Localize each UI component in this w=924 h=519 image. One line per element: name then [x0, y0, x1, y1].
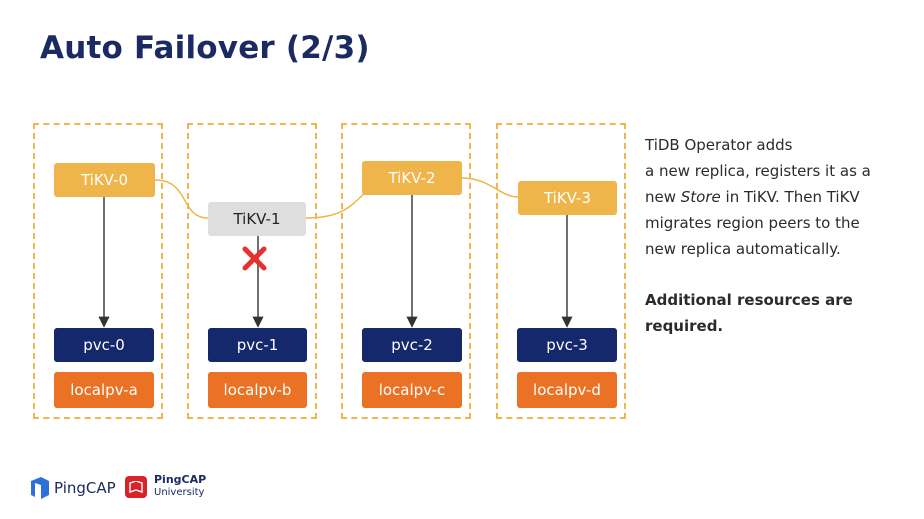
tikv-node-3: TiKV-3	[518, 181, 617, 215]
column-frame-0	[33, 123, 163, 419]
description-line-3-pre: new	[645, 188, 681, 206]
description-line-4: migrates region peers to the	[645, 214, 860, 232]
tikv-node-1: TiKV-1	[208, 202, 306, 236]
description: TiDB Operator adds a new replica, regist…	[645, 132, 905, 339]
pvc-node-2: pvc-2	[362, 328, 462, 362]
university-text: PingCAP University	[154, 474, 206, 499]
university-line-2: University	[154, 487, 205, 498]
store-term: Store	[680, 188, 721, 206]
description-line-3-post: in TiKV. Then TiKV	[720, 188, 860, 206]
localpv-node-3: localpv-d	[517, 372, 617, 408]
tikv-node-2: TiKV-2	[362, 161, 462, 195]
pingcap-university-logo: PingCAP University	[125, 474, 206, 499]
localpv-node-0: localpv-a	[54, 372, 154, 408]
resource-note: Additional resources are required.	[645, 287, 905, 339]
localpv-node-2: localpv-c	[362, 372, 462, 408]
pingcap-brand-text: PingCAP	[54, 479, 116, 497]
pvc-node-0: pvc-0	[54, 328, 154, 362]
description-line-2: a new replica, registers it as a	[645, 162, 871, 180]
pingcap-logo-icon	[31, 477, 49, 499]
pvc-node-1: pvc-1	[208, 328, 307, 362]
failure-x-icon	[242, 246, 267, 271]
column-frame-2	[341, 123, 471, 419]
university-line-1: PingCAP	[154, 473, 207, 486]
pvc-node-3: pvc-3	[517, 328, 617, 362]
description-line-1: TiDB Operator adds	[645, 136, 793, 154]
resource-note-line-2: required.	[645, 317, 724, 335]
resource-note-line-1: Additional resources are	[645, 291, 853, 309]
localpv-node-1: localpv-b	[208, 372, 307, 408]
page-title: Auto Failover (2/3)	[40, 30, 370, 66]
column-frame-1	[187, 123, 317, 419]
tikv-node-0: TiKV-0	[54, 163, 155, 197]
description-line-5: new replica automatically.	[645, 240, 841, 258]
pingcap-logo: PingCAP	[31, 477, 116, 499]
description-line-3: new Store in TiKV. Then TiKV	[645, 184, 905, 210]
column-frame-3	[496, 123, 626, 419]
university-badge-icon	[125, 475, 147, 498]
